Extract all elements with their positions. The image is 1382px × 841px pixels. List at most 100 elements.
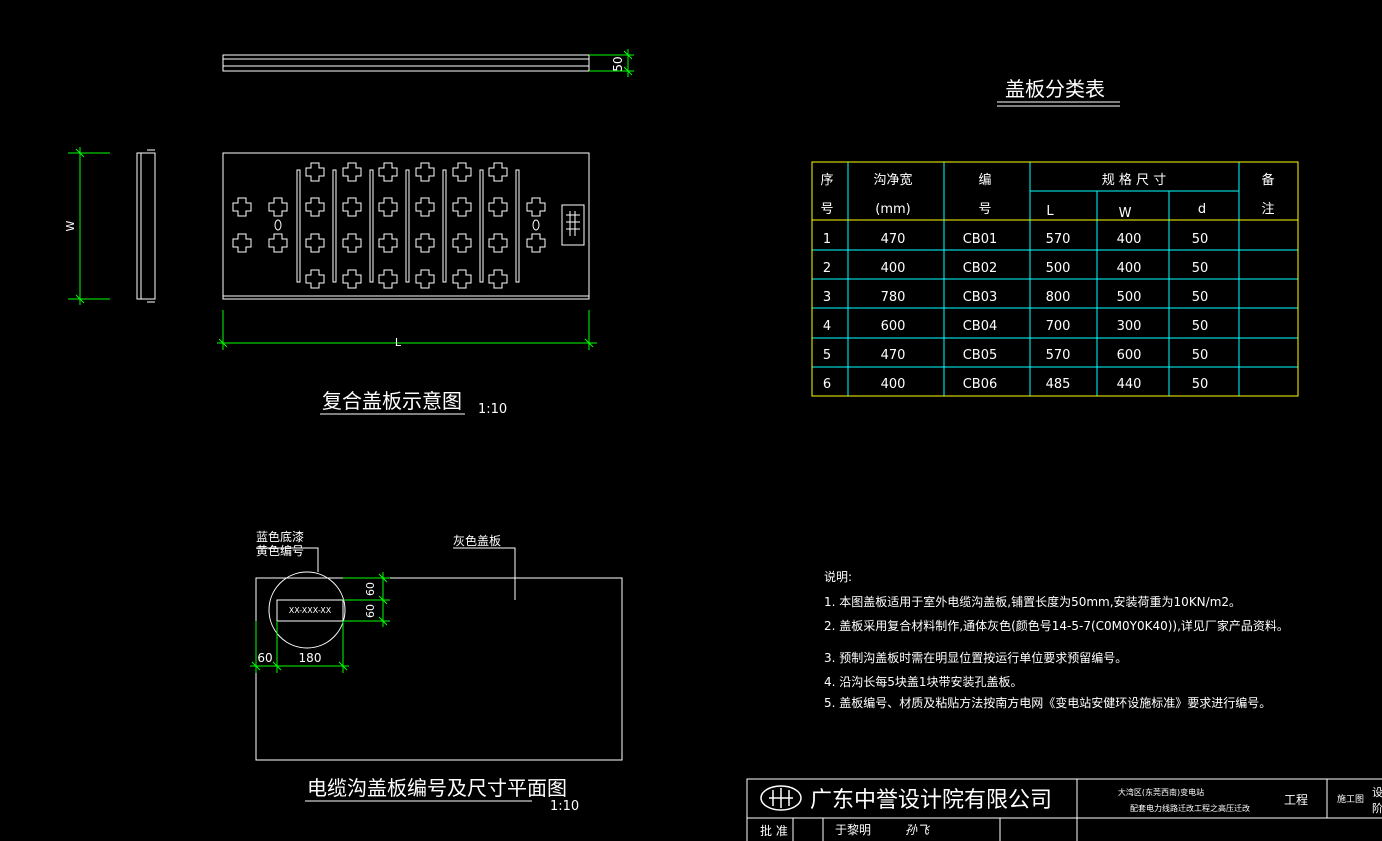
plate-side-view (222, 54, 590, 72)
cross-hole-icon (488, 162, 508, 182)
plate-slot (296, 169, 301, 283)
drawing1-title: 复合盖板示意图 (322, 389, 462, 413)
cell-width: 470 (881, 232, 906, 247)
drawing1-scale: 1:10 (478, 402, 507, 417)
table-title: 盖板分类表 (1005, 77, 1105, 101)
plate-top-view (222, 152, 590, 300)
plate-slot (515, 169, 520, 283)
project-label: 工程 (1284, 792, 1308, 807)
cross-hole-icon (305, 197, 325, 217)
cross-hole-icon (526, 233, 546, 253)
table-header: 序 号 沟净宽 (mm) 编 号 规 格 尺 寸 L W d 备 注 (820, 172, 1274, 221)
cross-hole-icon (415, 197, 435, 217)
cross-hole-icon (488, 197, 508, 217)
header-remark-top: 备 (1261, 172, 1274, 188)
cross-hole-icon (378, 233, 398, 253)
cell-d: 50 (1192, 261, 1209, 276)
header-width-top: 沟净宽 (873, 172, 912, 188)
cross-hole-icon (232, 197, 252, 217)
header-width-bottom: (mm) (875, 202, 910, 217)
code-text: XX-XXX-XX (289, 606, 332, 615)
cross-hole-icon (452, 269, 472, 289)
table-body: 1 470 CB01 570 400 50 2 400 CB02 500 400… (823, 232, 1208, 392)
cell-seq: 2 (823, 261, 831, 276)
project-line-1: 大湾区(东莞西南)变电站 (1118, 787, 1204, 797)
dim-60-left: 60 (257, 651, 272, 665)
cell-L: 800 (1046, 290, 1071, 305)
cross-hole-icon (305, 233, 325, 253)
company-name: 广东中誉设计院有限公司 (810, 788, 1052, 813)
company-logo-icon (760, 785, 802, 811)
cross-hole-icon (526, 197, 546, 217)
cross-hole-icon (342, 197, 362, 217)
cell-L: 500 (1046, 261, 1071, 276)
dim-60-mid: 60 (364, 604, 377, 618)
cell-d: 50 (1192, 377, 1209, 392)
dim-thickness-label: 50 (611, 56, 625, 71)
cell-W: 440 (1117, 377, 1142, 392)
cross-hole-icon (415, 269, 435, 289)
cut-text-1: 设 (1372, 786, 1382, 799)
dim-width-label: W (64, 220, 77, 231)
cell-W: 500 (1117, 290, 1142, 305)
lifting-hole-icon (532, 219, 540, 231)
cell-d: 50 (1192, 319, 1209, 334)
cell-L: 570 (1046, 232, 1071, 247)
label-yellow-number: 黄色编号 (256, 543, 304, 558)
note-item: 3. 预制沟盖板时需在明显位置按运行单位要求预留编号。 (824, 650, 1127, 665)
plate-slot (332, 169, 337, 283)
note-item: 4. 沿沟长每5块盖1块带安装孔盖板。 (824, 674, 1023, 689)
note-item: 5. 盖板编号、材质及粘贴方法按南方电网《变电站安健环设施标准》要求进行编号。 (824, 695, 1271, 710)
title-block-frame (746, 778, 1382, 841)
plate-slot (479, 169, 484, 283)
cross-hole-icon (452, 197, 472, 217)
cell-d: 50 (1192, 348, 1209, 363)
cell-seq: 4 (823, 319, 831, 334)
header-seq-top: 序 (820, 173, 833, 188)
project-line-2: 配套电力线路迁改工程之高压迁改 (1130, 803, 1250, 813)
cut-text-2: 阶 (1372, 801, 1382, 815)
lifting-hole-icon (274, 219, 282, 231)
cell-code: CB02 (963, 261, 998, 276)
cell-code: CB01 (963, 232, 998, 247)
table-row: 5 470 CB05 570 600 50 (823, 348, 1208, 363)
drawing2-title: 电缆沟盖板编号及尺寸平面图 (307, 776, 567, 800)
dim-60-top: 60 (364, 582, 377, 596)
cell-d: 50 (1192, 232, 1209, 247)
cell-W: 600 (1117, 348, 1142, 363)
cell-L: 700 (1046, 319, 1071, 334)
table-row: 3 780 CB03 800 500 50 (823, 290, 1208, 305)
cell-seq: 5 (823, 348, 831, 363)
thickness-dimension (589, 49, 634, 77)
header-L: L (1046, 204, 1054, 219)
drawing2-scale: 1:10 (550, 799, 579, 814)
cell-code: CB06 (963, 377, 998, 392)
header-remark-bottom: 注 (1261, 202, 1274, 217)
table-row: 6 400 CB06 485 440 50 (823, 377, 1208, 392)
cross-hole-icon (378, 269, 398, 289)
header-seq-bottom: 号 (820, 202, 833, 217)
cell-seq: 1 (823, 232, 831, 247)
cell-code: CB04 (963, 319, 998, 334)
plan-dimensions (250, 572, 390, 673)
cross-hole-icon (415, 233, 435, 253)
stage-label: 施工图 (1337, 793, 1364, 805)
cell-seq: 6 (823, 377, 831, 392)
cell-width: 400 (881, 261, 906, 276)
note-item: 2. 盖板采用复合材料制作,通体灰色(颜色号14-5-7(C0M0Y0K40))… (824, 618, 1289, 633)
cell-code: CB05 (963, 348, 998, 363)
cross-hole-icon (305, 269, 325, 289)
cross-hole-icon (342, 233, 362, 253)
label-blue-primer: 蓝色底漆 (256, 529, 304, 544)
cross-hole-icon (268, 197, 288, 217)
cell-W: 400 (1117, 232, 1142, 247)
cell-code: CB03 (963, 290, 998, 305)
table-row: 4 600 CB04 700 300 50 (823, 319, 1208, 334)
plate-slots (296, 169, 520, 283)
width-dimension (68, 147, 110, 305)
cell-L: 485 (1046, 377, 1071, 392)
cell-d: 50 (1192, 290, 1209, 305)
cross-hole-icon (305, 162, 325, 182)
cross-hole-icon (488, 269, 508, 289)
